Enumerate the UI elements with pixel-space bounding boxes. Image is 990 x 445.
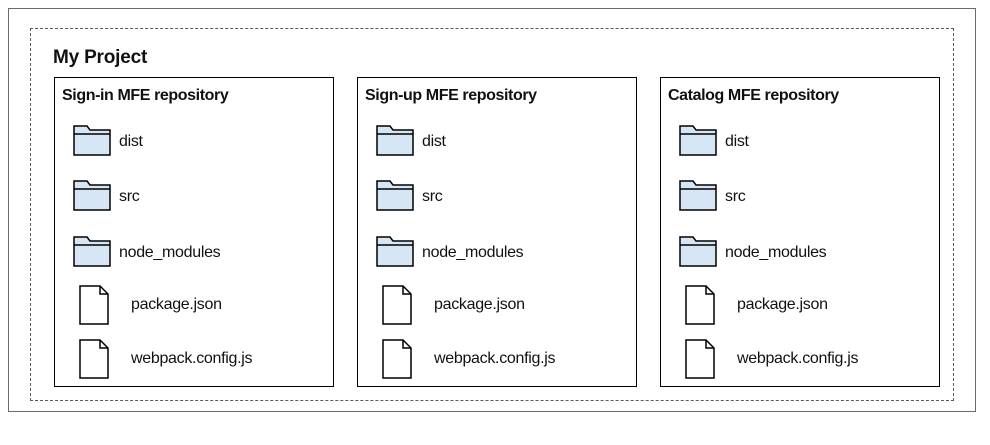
repository-title: Catalog MFE repository [668, 87, 839, 104]
folder-icon [679, 236, 717, 267]
folder-icon [376, 125, 414, 156]
entry-label: dist [725, 133, 749, 150]
entry-label: dist [422, 133, 446, 150]
file-package-json: package.json [382, 285, 632, 325]
folder-src: src [73, 177, 323, 217]
folder-src: src [679, 177, 929, 217]
project-title: My Project [53, 47, 148, 68]
file-package-json: package.json [79, 285, 329, 325]
folder-icon [73, 125, 111, 156]
entry-label: node_modules [725, 244, 827, 261]
folder-node-modules: node_modules [679, 233, 929, 273]
entry-label: webpack.config.js [131, 350, 253, 367]
file-webpack-config: webpack.config.js [79, 339, 329, 379]
repository-title: Sign-in MFE repository [62, 87, 229, 104]
repository-title: Sign-up MFE repository [365, 87, 537, 104]
project-container: My Project Sign-in MFE repository dist s… [30, 28, 954, 401]
folder-icon [73, 180, 111, 211]
folder-dist: dist [679, 122, 929, 162]
entry-label: src [725, 188, 746, 205]
entry-label: webpack.config.js [737, 350, 859, 367]
folder-icon [679, 180, 717, 211]
file-icon [79, 285, 109, 325]
file-icon [685, 285, 715, 325]
file-icon [685, 339, 715, 379]
entry-label: dist [119, 133, 143, 150]
entry-label: src [119, 188, 140, 205]
folder-src: src [376, 177, 626, 217]
file-icon [79, 339, 109, 379]
folder-dist: dist [73, 122, 323, 162]
entry-label: webpack.config.js [434, 350, 556, 367]
repository-sign-up: Sign-up MFE repository dist src node_mod… [357, 77, 637, 387]
folder-icon [73, 236, 111, 267]
repository-sign-in: Sign-in MFE repository dist src node_mod… [54, 77, 334, 387]
file-icon [382, 285, 412, 325]
file-webpack-config: webpack.config.js [685, 339, 935, 379]
entry-label: package.json [434, 296, 525, 313]
repository-catalog: Catalog MFE repository dist src node_mod… [660, 77, 940, 387]
entry-label: package.json [131, 296, 222, 313]
entry-label: package.json [737, 296, 828, 313]
entry-label: node_modules [422, 244, 524, 261]
folder-node-modules: node_modules [73, 233, 323, 273]
file-icon [382, 339, 412, 379]
entry-label: node_modules [119, 244, 221, 261]
diagram-frame [8, 8, 976, 412]
folder-node-modules: node_modules [376, 233, 626, 273]
folder-dist: dist [376, 122, 626, 162]
file-webpack-config: webpack.config.js [382, 339, 632, 379]
entry-label: src [422, 188, 443, 205]
file-package-json: package.json [685, 285, 935, 325]
folder-icon [376, 236, 414, 267]
folder-icon [376, 180, 414, 211]
folder-icon [679, 125, 717, 156]
